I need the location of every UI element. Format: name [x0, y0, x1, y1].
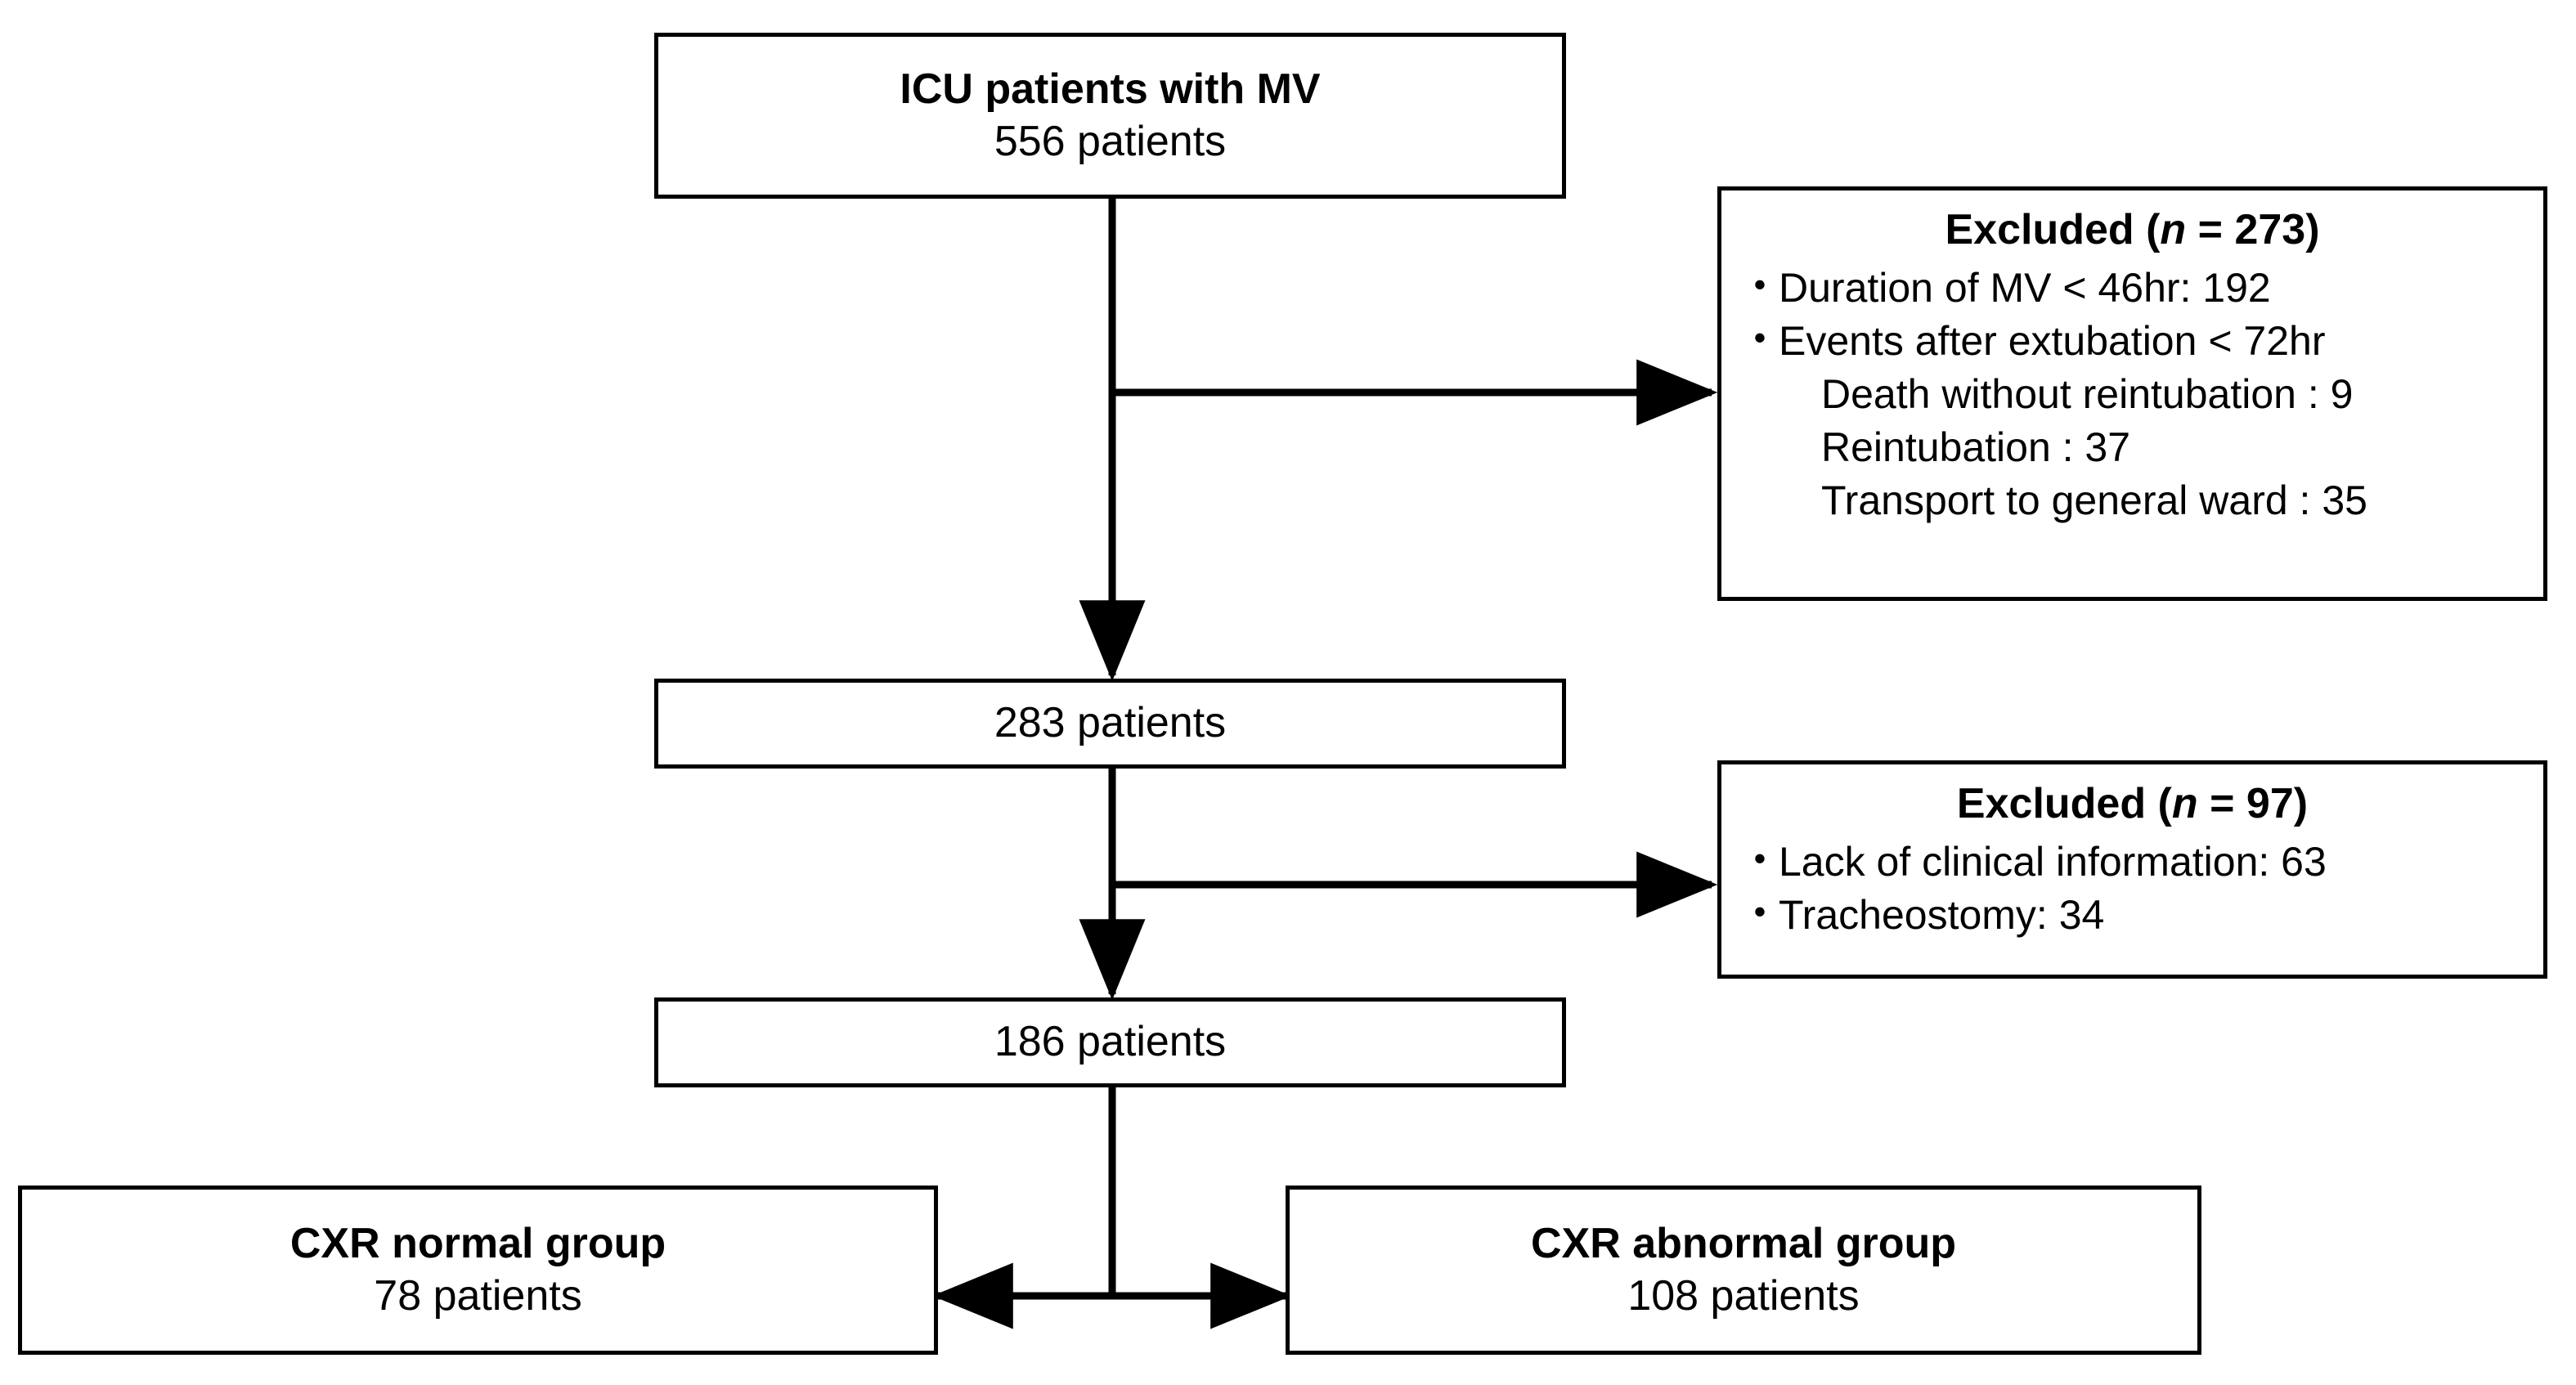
excluded-273-bullet-1-text: Events after extubation < 72hr — [1779, 318, 2326, 364]
excluded-273-bullet-0: • Duration of MV < 46hr: 192 — [1741, 262, 2532, 315]
excluded-273-title-prefix: Excluded ( — [1945, 206, 2161, 253]
excluded-273-sub-1: Reintubation : 37 — [1821, 424, 2131, 470]
excluded-97-bullet-0: • Lack of clinical information: 63 — [1741, 836, 2532, 889]
bullet-icon: • — [1753, 839, 1766, 877]
excluded-97-body: • Lack of clinical information: 63 • Tra… — [1733, 836, 2532, 942]
excluded-97-title: Excluded (n = 97) — [1733, 778, 2532, 831]
bullet-icon: • — [1753, 265, 1766, 303]
node-cxr-abnormal-count: 108 patients — [1627, 1271, 1860, 1320]
node-186-patients: 186 patients — [654, 997, 1566, 1087]
excluded-273-title-italic-n: n — [2160, 206, 2187, 253]
node-cxr-abnormal-group: CXR abnormal group 108 patients — [1286, 1186, 2201, 1355]
excluded-97-title-suffix: = 97) — [2197, 780, 2309, 827]
excluded-273-title: Excluded (n = 273) — [1733, 204, 2532, 257]
excluded-273-bullet-1: • Events after extubation < 72hr — [1741, 315, 2532, 368]
node-icu-title: ICU patients with MV — [900, 65, 1321, 114]
excluded-273-title-suffix: = 273) — [2186, 206, 2320, 253]
node-icu-patients: ICU patients with MV 556 patients — [654, 33, 1566, 199]
bullet-icon: • — [1753, 318, 1766, 356]
node-283-count: 283 patients — [994, 699, 1227, 747]
excluded-273-sub-2: Transport to general ward : 35 — [1821, 477, 2367, 523]
node-icu-count: 556 patients — [994, 117, 1227, 165]
node-cxr-normal-group: CXR normal group 78 patients — [18, 1186, 938, 1355]
node-cxr-normal-count: 78 patients — [374, 1271, 582, 1320]
excluded-97-bullet-1-text: Tracheostomy: 34 — [1779, 892, 2105, 938]
node-excluded-273: Excluded (n = 273) • Duration of MV < 46… — [1717, 186, 2547, 601]
excluded-97-bullet-0-text: Lack of clinical information: 63 — [1779, 839, 2327, 885]
node-283-patients: 283 patients — [654, 679, 1566, 769]
node-cxr-abnormal-title: CXR abnormal group — [1530, 1220, 1957, 1268]
node-excluded-97: Excluded (n = 97) • Lack of clinical inf… — [1717, 760, 2547, 979]
excluded-273-sub-0: Death without reintubation : 9 — [1821, 371, 2354, 417]
node-186-count: 186 patients — [994, 1018, 1227, 1066]
excluded-97-title-prefix: Excluded ( — [1956, 780, 2172, 827]
bullet-icon: • — [1753, 892, 1766, 930]
excluded-273-bullet-0-text: Duration of MV < 46hr: 192 — [1779, 265, 2271, 311]
excluded-97-bullet-1: • Tracheostomy: 34 — [1741, 889, 2532, 942]
excluded-273-body: • Duration of MV < 46hr: 192 • Events af… — [1733, 262, 2532, 527]
excluded-97-title-italic-n: n — [2171, 780, 2198, 827]
node-cxr-normal-title: CXR normal group — [289, 1220, 666, 1268]
